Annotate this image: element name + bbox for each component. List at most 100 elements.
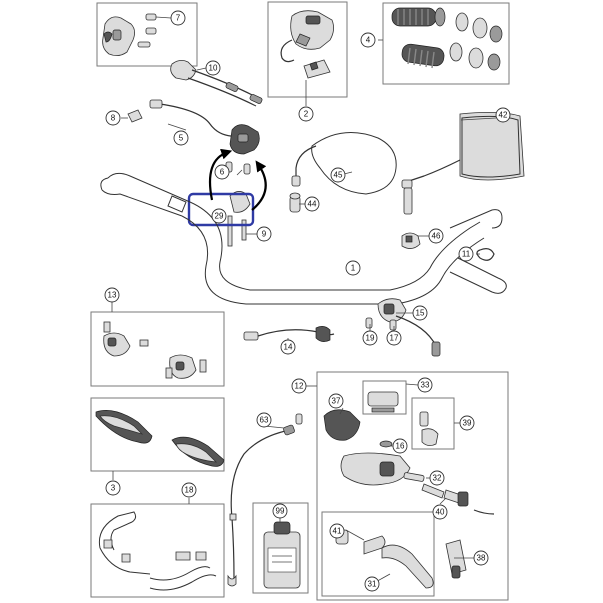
svg-text:5: 5 xyxy=(179,134,184,143)
svg-text:44: 44 xyxy=(308,200,317,209)
lever-pivot-part xyxy=(445,539,467,579)
group-box-13 xyxy=(90,311,225,387)
group-box-2 xyxy=(267,1,348,98)
svg-text:4: 4 xyxy=(366,36,371,45)
callout-41: 41 xyxy=(329,523,345,539)
callout-32: 32 xyxy=(429,470,445,486)
callout-1: 1 xyxy=(345,260,361,276)
group-box-4 xyxy=(382,2,510,85)
callout-31: 31 xyxy=(364,576,380,592)
group-box-41 xyxy=(321,511,435,597)
svg-text:17: 17 xyxy=(390,334,399,343)
callout-8: 8 xyxy=(105,110,121,126)
callout-3: 3 xyxy=(105,480,121,496)
assembly-arrow-right xyxy=(251,160,267,211)
svg-text:16: 16 xyxy=(396,442,405,451)
callout-14: 14 xyxy=(280,339,296,355)
svg-text:6: 6 xyxy=(220,168,225,177)
assembly-arrow-left xyxy=(208,148,233,201)
brake-line-part xyxy=(227,413,303,587)
group-box-39 xyxy=(411,397,455,450)
svg-text:8: 8 xyxy=(111,114,116,123)
group-box-3 xyxy=(90,397,225,472)
callout-15: 15 xyxy=(412,305,428,321)
callout-12: 12 xyxy=(291,378,307,394)
callout-4: 4 xyxy=(360,32,376,48)
throttle-cable-part xyxy=(170,60,263,107)
callout-45: 45 xyxy=(330,167,346,183)
svg-text:9: 9 xyxy=(262,230,267,239)
svg-text:14: 14 xyxy=(284,343,293,352)
svg-text:29: 29 xyxy=(215,212,224,221)
group-box-7 xyxy=(96,2,198,67)
svg-text:7: 7 xyxy=(176,14,181,23)
svg-text:45: 45 xyxy=(334,171,343,180)
svg-text:38: 38 xyxy=(477,554,486,563)
wiring-harness-part xyxy=(243,326,335,342)
mirror-right-part xyxy=(401,112,525,215)
svg-text:31: 31 xyxy=(368,580,377,589)
svg-text:1: 1 xyxy=(351,264,356,273)
svg-text:19: 19 xyxy=(366,334,375,343)
callout-9: 9 xyxy=(256,226,272,242)
hand-guards-part xyxy=(95,410,225,467)
callout-42: 42 xyxy=(495,107,511,123)
svg-text:39: 39 xyxy=(463,419,472,428)
svg-text:10: 10 xyxy=(209,64,218,73)
svg-text:41: 41 xyxy=(333,527,342,536)
callout-10: 10 xyxy=(205,60,221,76)
svg-text:32: 32 xyxy=(433,474,442,483)
svg-text:12: 12 xyxy=(295,382,304,391)
mirror-left-part xyxy=(291,132,397,195)
svg-text:3: 3 xyxy=(111,484,116,493)
brake-master-cylinder-part xyxy=(323,391,495,515)
svg-text:46: 46 xyxy=(432,232,441,241)
callout-46: 46 xyxy=(428,228,444,244)
callout-17: 17 xyxy=(386,330,402,346)
callout-99: 99 xyxy=(272,503,288,519)
svg-text:2: 2 xyxy=(304,110,309,119)
svg-text:18: 18 xyxy=(185,486,194,495)
brake-lever-part xyxy=(335,529,434,589)
svg-text:11: 11 xyxy=(462,250,471,259)
clutch-switch-set-part xyxy=(103,321,207,379)
group-box-18 xyxy=(90,503,225,598)
callout-44: 44 xyxy=(304,196,320,212)
callout-37: 37 xyxy=(328,393,344,409)
svg-text:37: 37 xyxy=(332,397,341,406)
mirror-clamp-part xyxy=(401,232,421,249)
callout-7: 7 xyxy=(170,10,186,26)
handlebar-part xyxy=(100,172,507,305)
svg-text:99: 99 xyxy=(276,507,285,516)
throttle-housing-part xyxy=(102,13,157,56)
cable-tie-part xyxy=(476,248,495,261)
callout-38: 38 xyxy=(473,550,489,566)
hand-guard-mounts-part xyxy=(98,511,217,591)
callout-63: 63 xyxy=(256,412,272,428)
svg-text:40: 40 xyxy=(436,508,445,517)
svg-text:42: 42 xyxy=(499,111,508,120)
svg-text:13: 13 xyxy=(108,291,117,300)
callout-29: 29 xyxy=(211,208,227,224)
callout-40: 40 xyxy=(432,504,448,520)
grips-part xyxy=(391,7,503,71)
callout-33: 33 xyxy=(417,377,433,393)
svg-text:33: 33 xyxy=(421,381,430,390)
callout-13: 13 xyxy=(104,287,120,303)
group-box-12 xyxy=(316,371,509,601)
callout-19: 19 xyxy=(362,330,378,346)
mirror-adapter-part xyxy=(289,192,301,213)
svg-text:63: 63 xyxy=(260,416,269,425)
group-box-99 xyxy=(252,502,309,594)
brake-fluid-bottle-part xyxy=(263,521,301,589)
callout-6: 6 xyxy=(214,164,230,180)
switch-cable-part xyxy=(127,99,241,137)
callout-11: 11 xyxy=(458,246,474,262)
callout-16: 16 xyxy=(392,438,408,454)
callout-5: 5 xyxy=(173,130,189,146)
kill-switch-part xyxy=(365,298,441,357)
svg-text:15: 15 xyxy=(416,309,425,318)
start-switch-part xyxy=(225,124,260,247)
handlebar-switch-part xyxy=(280,10,334,79)
callout-2: 2 xyxy=(298,106,314,122)
